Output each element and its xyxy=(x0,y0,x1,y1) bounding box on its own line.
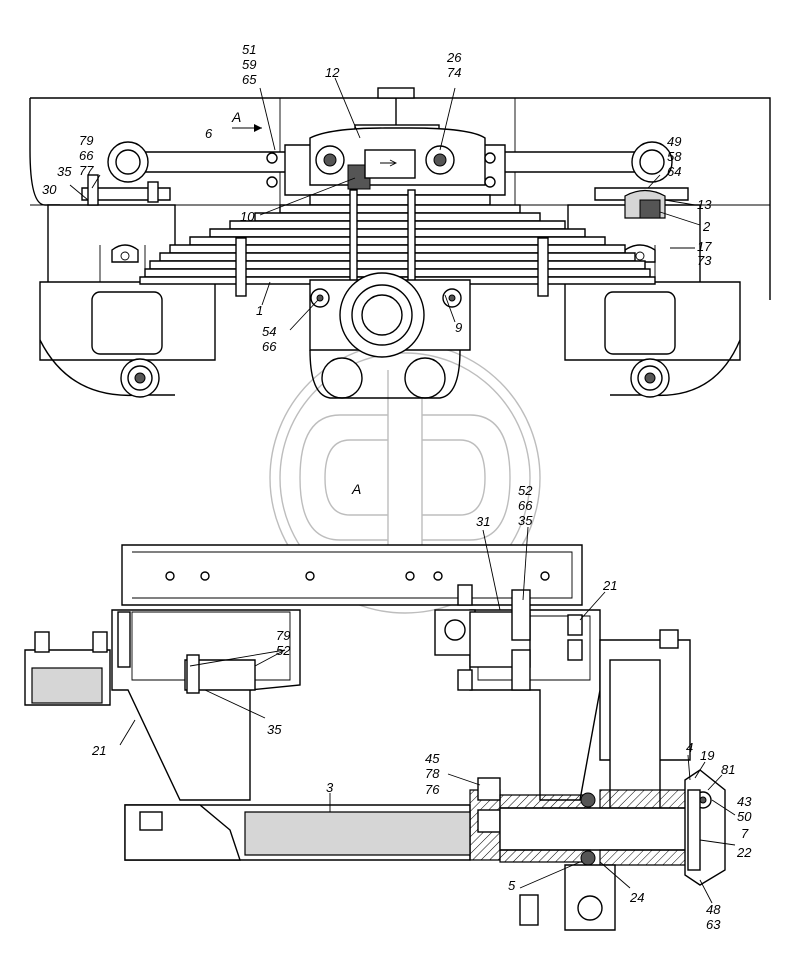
callout-59: 59 xyxy=(242,57,256,72)
callout-50: 50 xyxy=(737,809,752,824)
callout-48: 48 xyxy=(706,902,721,917)
callout-43: 43 xyxy=(737,794,752,809)
callout-77: 77 xyxy=(79,163,94,178)
callout-58: 58 xyxy=(667,149,682,164)
callout-35-view: 35 xyxy=(518,513,533,528)
callout-78: 78 xyxy=(425,766,440,781)
leaf-spring xyxy=(139,194,656,285)
callout-74: 74 xyxy=(447,65,461,80)
section-view-title: A xyxy=(351,481,361,497)
callout-66-lower: 66 xyxy=(262,339,277,354)
callout-31: 31 xyxy=(476,514,490,529)
callout-10: 10 xyxy=(240,209,255,224)
callout-64: 64 xyxy=(667,164,681,179)
callout-21-right: 21 xyxy=(602,578,617,593)
callout-35: 35 xyxy=(57,164,72,179)
callout-51: 51 xyxy=(242,42,256,57)
view-arrow: A xyxy=(231,109,262,132)
callout-13: 13 xyxy=(697,197,712,212)
callout-19: 19 xyxy=(700,748,714,763)
callout-1: 1 xyxy=(256,303,263,318)
callout-21-left: 21 xyxy=(91,743,106,758)
callout-52-view: 52 xyxy=(276,643,291,658)
callout-63: 63 xyxy=(706,917,721,932)
callout-79-view: 79 xyxy=(276,628,290,643)
frame-rail xyxy=(30,97,771,300)
callout-3: 3 xyxy=(326,780,334,795)
callout-24: 24 xyxy=(629,890,644,905)
top-assembly-view xyxy=(29,87,771,399)
callout-81: 81 xyxy=(721,762,735,777)
callout-65: 65 xyxy=(242,72,257,87)
callout-73: 73 xyxy=(697,253,712,268)
callout-76: 76 xyxy=(425,782,440,797)
callout-30: 30 xyxy=(42,182,57,197)
bottom-section-view xyxy=(24,544,726,931)
callout-12: 12 xyxy=(325,65,340,80)
view-arrow-label: A xyxy=(231,109,241,125)
callout-9: 9 xyxy=(455,320,462,335)
callout-54: 54 xyxy=(262,324,276,339)
callout-5: 5 xyxy=(508,878,516,893)
callout-26: 26 xyxy=(446,50,462,65)
callout-22: 22 xyxy=(736,845,752,860)
callout-35-bolt: 35 xyxy=(267,722,282,737)
callout-6: 6 xyxy=(205,126,213,141)
leader-lines xyxy=(69,77,736,904)
callout-4: 4 xyxy=(686,740,693,755)
callout-49: 49 xyxy=(667,134,681,149)
callout-66-view: 66 xyxy=(518,498,533,513)
callout-79: 79 xyxy=(79,133,93,148)
callout-66: 66 xyxy=(79,148,94,163)
callout-52: 52 xyxy=(518,483,533,498)
callout-7: 7 xyxy=(741,826,749,841)
callout-17: 17 xyxy=(697,239,712,254)
callout-45: 45 xyxy=(425,751,440,766)
callout-labels: 51 59 65 12 26 74 79 66 77 35 30 6 49 58… xyxy=(42,42,752,932)
callout-2: 2 xyxy=(702,219,711,234)
